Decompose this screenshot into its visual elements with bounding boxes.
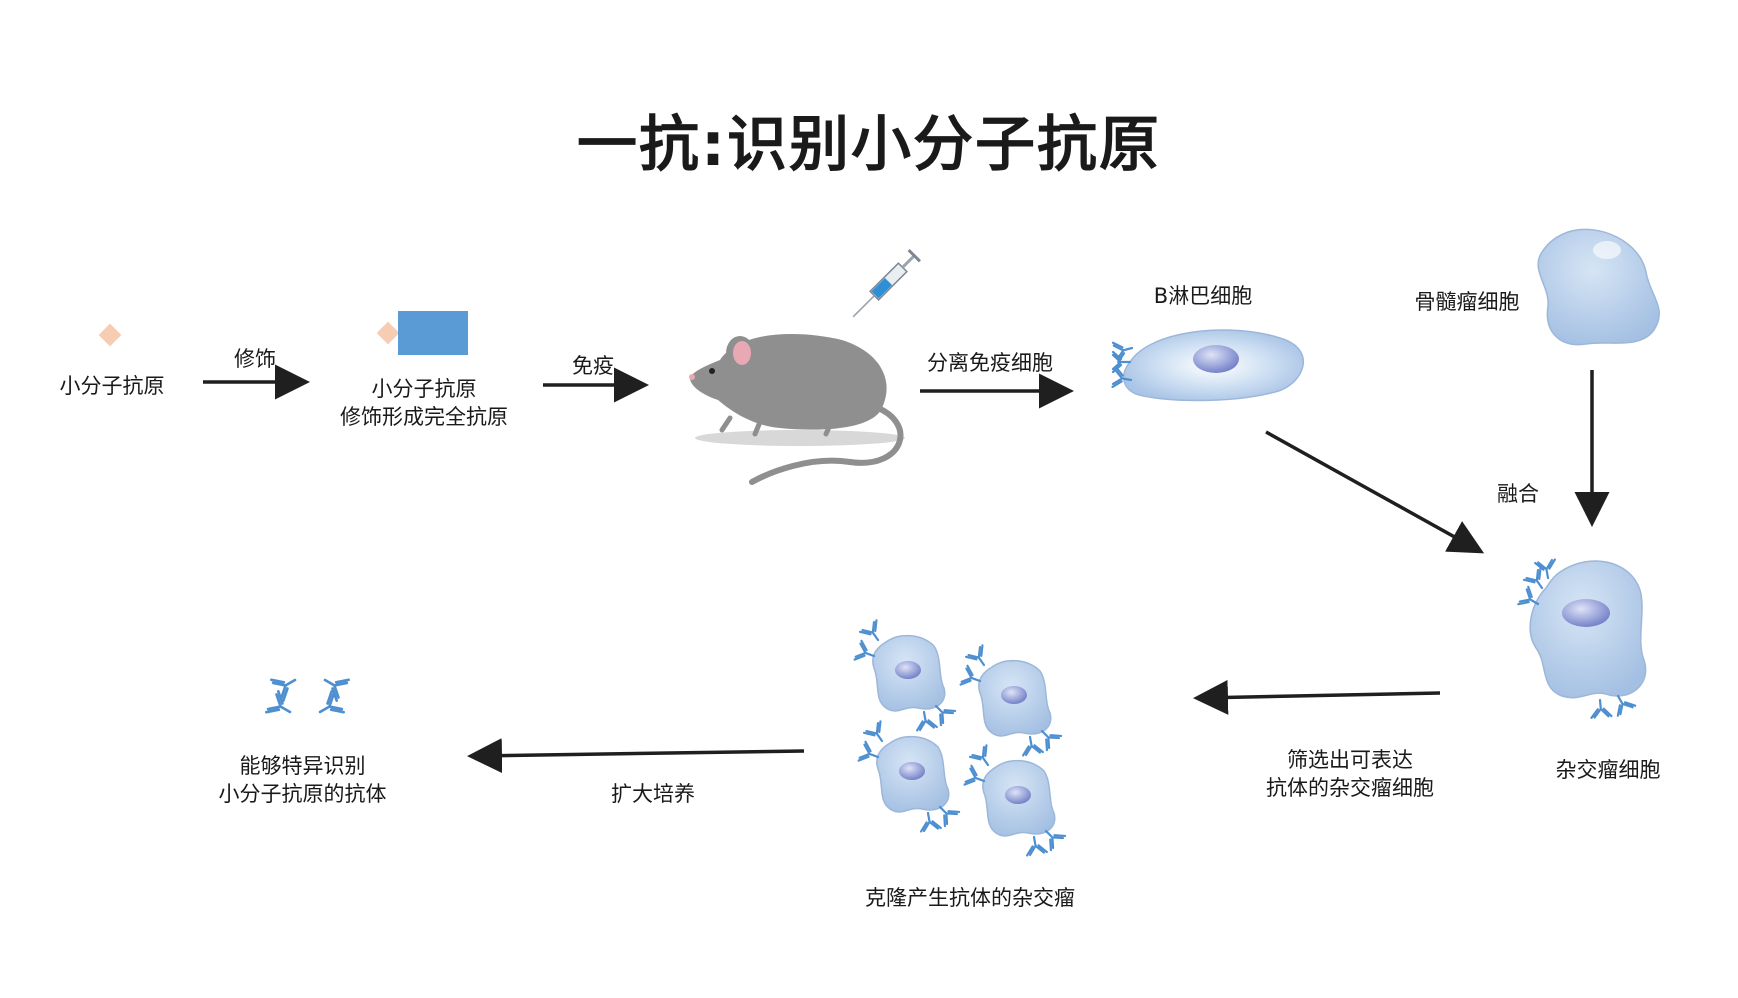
b-cell-icon — [1111, 329, 1304, 402]
antibody-icon — [265, 668, 350, 724]
label-small-antigen: 小分子抗原 — [59, 374, 165, 398]
label-complete-antigen-2: 修饰形成完全抗原 — [340, 405, 508, 429]
label-isolate: 分离免疫细胞 — [927, 351, 1053, 375]
clone-cells-icon — [855, 620, 1065, 855]
carrier-protein-icon — [398, 311, 468, 355]
hapten-icon — [376, 321, 400, 345]
label-screen-2: 抗体的杂交瘤细胞 — [1266, 776, 1434, 800]
label-myeloma: 骨髓瘤细胞 — [1414, 290, 1520, 314]
arrow-b-cell-to-hybridoma — [1265, 430, 1485, 554]
label-expand: 扩大培养 — [611, 782, 695, 806]
label-complete-antigen-1: 小分子抗原 — [371, 377, 477, 401]
label-immunize: 免疫 — [572, 354, 614, 378]
hybridoma-cell-icon — [1517, 558, 1647, 719]
label-result-1: 能够特异识别 — [239, 754, 366, 778]
label-modify: 修饰 — [234, 347, 276, 371]
syringe-icon — [852, 248, 922, 318]
label-screen-1: 筛选出可表达 — [1287, 748, 1413, 772]
hapten-icon — [98, 323, 122, 347]
label-clones: 克隆产生抗体的杂交瘤 — [865, 886, 1075, 910]
arrow-screen — [1193, 679, 1441, 715]
label-b-cell: B淋巴细胞 — [1153, 284, 1253, 308]
page-title: 一抗:识别小分子抗原 — [577, 110, 1161, 180]
arrow-expand — [467, 738, 805, 774]
label-hybridoma: 杂交瘤细胞 — [1555, 758, 1661, 782]
myeloma-cell-icon — [1537, 228, 1660, 346]
mouse-icon — [689, 334, 905, 485]
label-fusion: 融合 — [1497, 482, 1539, 506]
label-result-2: 小分子抗原的抗体 — [218, 782, 387, 806]
